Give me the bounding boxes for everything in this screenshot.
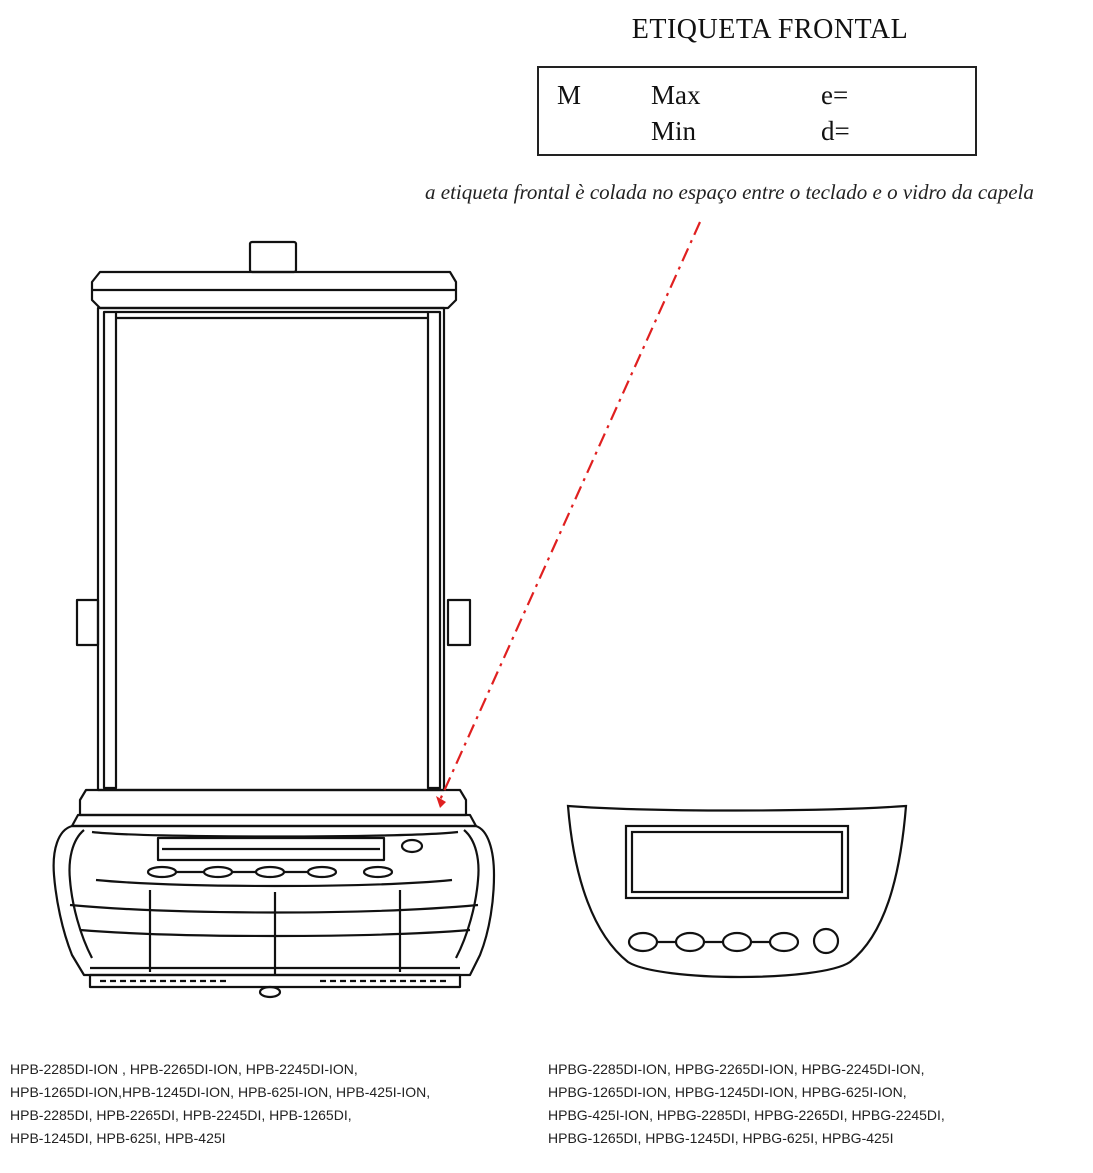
balance-base xyxy=(52,824,496,977)
model-line: HPBG-1265DI, HPBG-1245DI, HPBG-625I, HPB… xyxy=(548,1130,894,1146)
keypad-buttons xyxy=(627,927,840,955)
keypad-detail xyxy=(566,804,908,979)
label-d: d= xyxy=(821,116,850,146)
glass-draft-shield xyxy=(96,306,446,792)
label-pointer xyxy=(436,221,702,808)
top-knob xyxy=(248,240,298,274)
model-line: HPBG-1265DI-ION, HPBG-1245DI-ION, HPBG-6… xyxy=(548,1084,907,1100)
model-line: HPBG-425I-ION, HPBG-2285DI, HPBG-2265DI,… xyxy=(548,1107,945,1123)
placement-note: a etiqueta frontal è colada no espaço en… xyxy=(425,180,1034,204)
label-e: e= xyxy=(821,80,849,110)
models-list-left: HPB-2285DI-ION , HPB-2265DI-ION, HPB-224… xyxy=(10,1058,430,1150)
base-keys xyxy=(146,838,424,879)
base-display xyxy=(156,836,386,862)
model-line: HPB-2285DI, HPB-2265DI, HPB-2245DI, HPB-… xyxy=(10,1107,352,1123)
draft-shield-lid xyxy=(90,270,458,310)
model-line: HPBG-2285DI-ION, HPBG-2265DI-ION, HPBG-2… xyxy=(548,1061,925,1077)
side-handles xyxy=(75,598,472,647)
base-rim xyxy=(70,788,478,828)
label-min: Min xyxy=(651,116,697,146)
model-line: HPB-2285DI-ION , HPB-2265DI-ION, HPB-224… xyxy=(10,1061,358,1077)
label-max: Max xyxy=(651,80,701,110)
model-line: HPB-1265DI-ION,HPB-1245DI-ION, HPB-625I-… xyxy=(10,1084,431,1100)
base-feet xyxy=(88,973,462,999)
model-line: HPB-1245DI, HPB-625I, HPB-425I xyxy=(10,1130,226,1146)
label-title: ETIQUETA FRONTAL xyxy=(631,14,909,45)
label-m: M xyxy=(557,80,582,110)
models-list-right: HPBG-2285DI-ION, HPBG-2265DI-ION, HPBG-2… xyxy=(548,1058,945,1150)
front-label-box: M Max Min e= d= xyxy=(537,66,977,156)
